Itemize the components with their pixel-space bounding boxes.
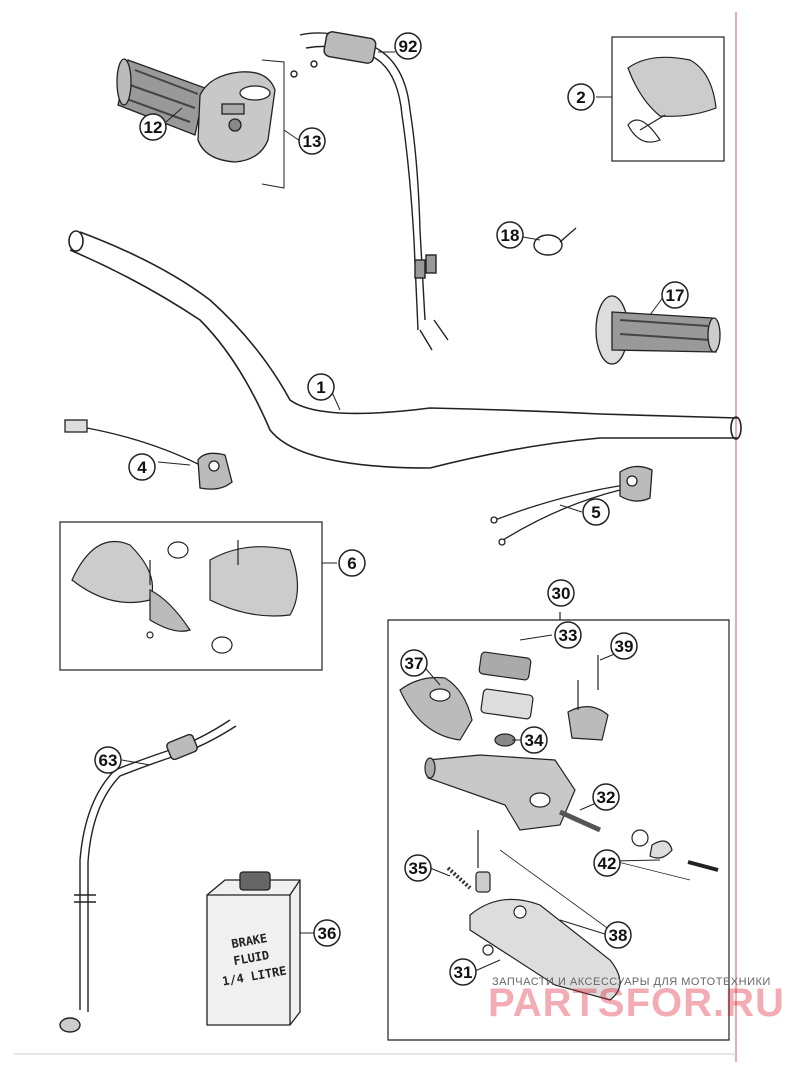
callout-label: 30: [552, 584, 571, 603]
callout-label: 37: [405, 654, 424, 673]
callout-label: 92: [399, 37, 418, 56]
callout-39: 39: [610, 632, 638, 660]
callout-label: 6: [347, 554, 356, 573]
callout-label: 33: [559, 626, 578, 645]
callout-36: 36: [313, 919, 341, 947]
callout-63: 63: [94, 746, 122, 774]
callout-34: 34: [520, 726, 548, 754]
callout-2: 2: [567, 83, 595, 111]
callout-label: 4: [137, 458, 147, 477]
callout-circle: [610, 632, 638, 660]
callout-12: 12: [139, 113, 167, 141]
bottle-label-line-2: FLUID: [232, 948, 270, 968]
callout-circle: [394, 32, 422, 60]
callout-label: 38: [609, 926, 628, 945]
callout-circle: [313, 919, 341, 947]
callout-circle: [604, 921, 632, 949]
callout-label: 31: [454, 963, 473, 982]
callout-6: 6: [338, 549, 366, 577]
callout-circle: [298, 127, 326, 155]
callout-label: 39: [615, 637, 634, 656]
master-cylinder-drawing: [387, 612, 730, 1041]
callout-circle: [592, 783, 620, 811]
callout-circle: [139, 113, 167, 141]
callout-5: 5: [582, 498, 610, 526]
callout-label: 35: [409, 859, 428, 878]
callout-label: 18: [501, 226, 520, 245]
callout-label: 63: [99, 751, 118, 770]
throttle-cables-drawing: [290, 31, 449, 351]
callout-42: 42: [593, 849, 621, 877]
switch-5-drawing: [490, 465, 653, 546]
callout-1: 1: [307, 373, 335, 401]
callout-label: 17: [666, 286, 685, 305]
callout-18: 18: [496, 221, 524, 249]
callout-37: 37: [400, 649, 428, 677]
callout-31: 31: [449, 958, 477, 986]
callout-label: 42: [598, 854, 617, 873]
left-grip-drawing: [595, 295, 721, 365]
throttle-housing-drawing: [197, 59, 285, 189]
callout-32: 32: [592, 783, 620, 811]
callout-label: 2: [576, 88, 585, 107]
watermark: ЗАПЧАСТИ И АКСЕССУАРЫ ДЛЯ МОТОТЕХНИКИ PA…: [488, 976, 785, 1025]
handlebar-drawing: [68, 230, 742, 469]
callout-17: 17: [661, 281, 689, 309]
watermark-subtitle: ЗАПЧАСТИ И АКСЕССУАРЫ ДЛЯ МОТОТЕХНИКИ: [492, 976, 771, 988]
callout-label: 5: [591, 503, 600, 522]
callout-label: 34: [525, 731, 544, 750]
callout-33: 33: [554, 621, 582, 649]
switch-4-drawing: [64, 419, 233, 490]
callout-circle: [94, 746, 122, 774]
callout-circle: [567, 83, 595, 111]
callout-13: 13: [298, 127, 326, 155]
callout-4: 4: [128, 453, 156, 481]
callout-38: 38: [604, 921, 632, 949]
callout-circle: [400, 649, 428, 677]
cable-tie-18-drawing: [533, 227, 577, 256]
callout-circle: [582, 498, 610, 526]
callout-92: 92: [394, 32, 422, 60]
callout-label: 12: [144, 118, 163, 137]
callout-circle: [593, 849, 621, 877]
brake-hose-drawing: [59, 719, 237, 1033]
callout-35: 35: [404, 854, 432, 882]
callout-label: 32: [597, 788, 616, 807]
callout-label: 1: [316, 378, 325, 397]
callout-circle: [661, 281, 689, 309]
hand-guards-drawing: [59, 521, 323, 671]
watermark-logo: PARTSFOR.RU: [488, 981, 785, 1025]
callout-circle: [520, 726, 548, 754]
callout-circle: [404, 854, 432, 882]
callout-circle: [496, 221, 524, 249]
bottle-label-line-1: BRAKE: [230, 931, 268, 951]
throttle-grip-drawing: [116, 58, 206, 136]
callout-circle: [554, 621, 582, 649]
callout-30: 30: [547, 579, 575, 607]
callout-circle: [547, 579, 575, 607]
callout-circle: [307, 373, 335, 401]
cap-drawing: [611, 36, 725, 162]
callout-label: 36: [318, 924, 337, 943]
callout-circle: [128, 453, 156, 481]
callout-circle: [338, 549, 366, 577]
callout-circle: [449, 958, 477, 986]
callout-label: 13: [303, 132, 322, 151]
brake-fluid-bottle-drawing: [206, 871, 301, 1026]
